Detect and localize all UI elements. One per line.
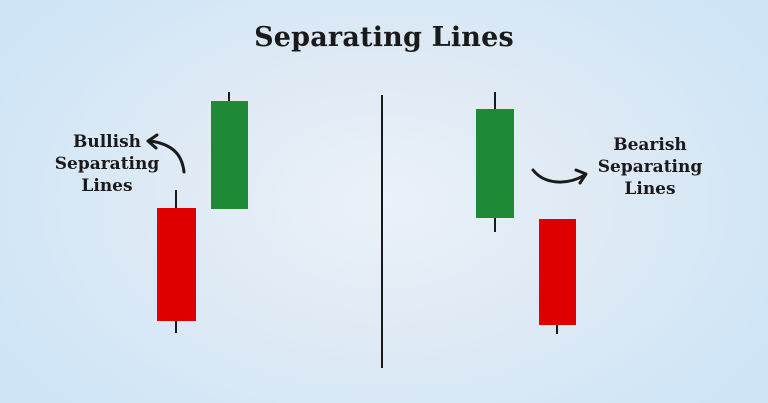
label-line: Bearish (613, 135, 687, 155)
lower-wick (556, 325, 558, 334)
upper-wick (228, 92, 230, 101)
label-line: Separating (54, 154, 160, 174)
label-line: Lines (624, 179, 676, 199)
lower-wick (494, 218, 496, 232)
candle-body-green (476, 109, 514, 218)
label-line: Bullish (72, 132, 142, 152)
upper-wick (175, 190, 177, 208)
candle-body-red (157, 208, 196, 321)
bearish-label: Bearish Separating Lines (595, 134, 705, 200)
curved-arrow-right-icon (531, 168, 588, 185)
divider-line (381, 95, 383, 368)
upper-wick (494, 92, 496, 109)
label-line: Separating (597, 157, 703, 177)
page-title: Separating Lines (254, 22, 514, 53)
bullish-label: Bullish Separating Lines (52, 131, 162, 197)
label-line: Lines (81, 176, 133, 196)
curved-arrow-up-left-icon (146, 133, 186, 174)
candle-body-red (539, 219, 576, 325)
lower-wick (175, 321, 177, 333)
candle-body-green (211, 101, 248, 209)
